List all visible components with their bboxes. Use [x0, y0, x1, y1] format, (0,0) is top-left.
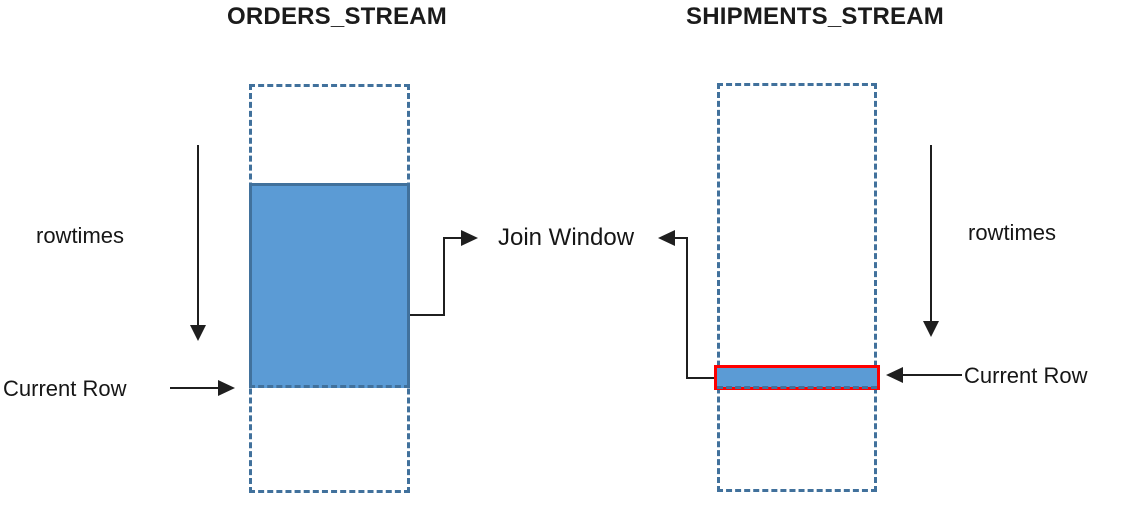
- join-window-region: [249, 183, 410, 388]
- join-connector-right-vertical: [686, 237, 688, 379]
- arrow-down-icon: [190, 325, 206, 341]
- join-connector-right-bottom: [686, 377, 717, 379]
- rowtimes-label-right: rowtimes: [968, 220, 1057, 245]
- rowtimes-arrow-left-line: [197, 145, 199, 326]
- join-connector-right-top: [673, 237, 688, 239]
- current-row-label-right: Current Row: [964, 363, 1088, 388]
- arrow-down-icon: [923, 321, 939, 337]
- arrow-left-icon: [658, 230, 675, 246]
- join-connector-left-vertical: [443, 237, 445, 316]
- current-row-arrow-left-line: [170, 387, 218, 389]
- rowtimes-arrow-right-line: [930, 145, 932, 322]
- current-row-bottom-dash: [717, 386, 877, 389]
- join-window-label: Join Window: [497, 224, 635, 251]
- orders-stream-title: ORDERS_STREAM: [227, 3, 447, 30]
- rowtimes-label-left: rowtimes: [36, 223, 125, 248]
- shipments-stream-box: [717, 83, 877, 492]
- arrow-left-icon: [886, 367, 903, 383]
- current-row-arrow-right-line: [901, 374, 962, 376]
- current-row-label-left: Current Row: [3, 376, 127, 401]
- arrow-right-icon: [461, 230, 478, 246]
- join-connector-left-top: [443, 237, 463, 239]
- arrow-right-icon: [218, 380, 235, 396]
- shipments-stream-title: SHIPMENTS_STREAM: [686, 3, 944, 30]
- join-connector-left-bottom: [410, 314, 445, 316]
